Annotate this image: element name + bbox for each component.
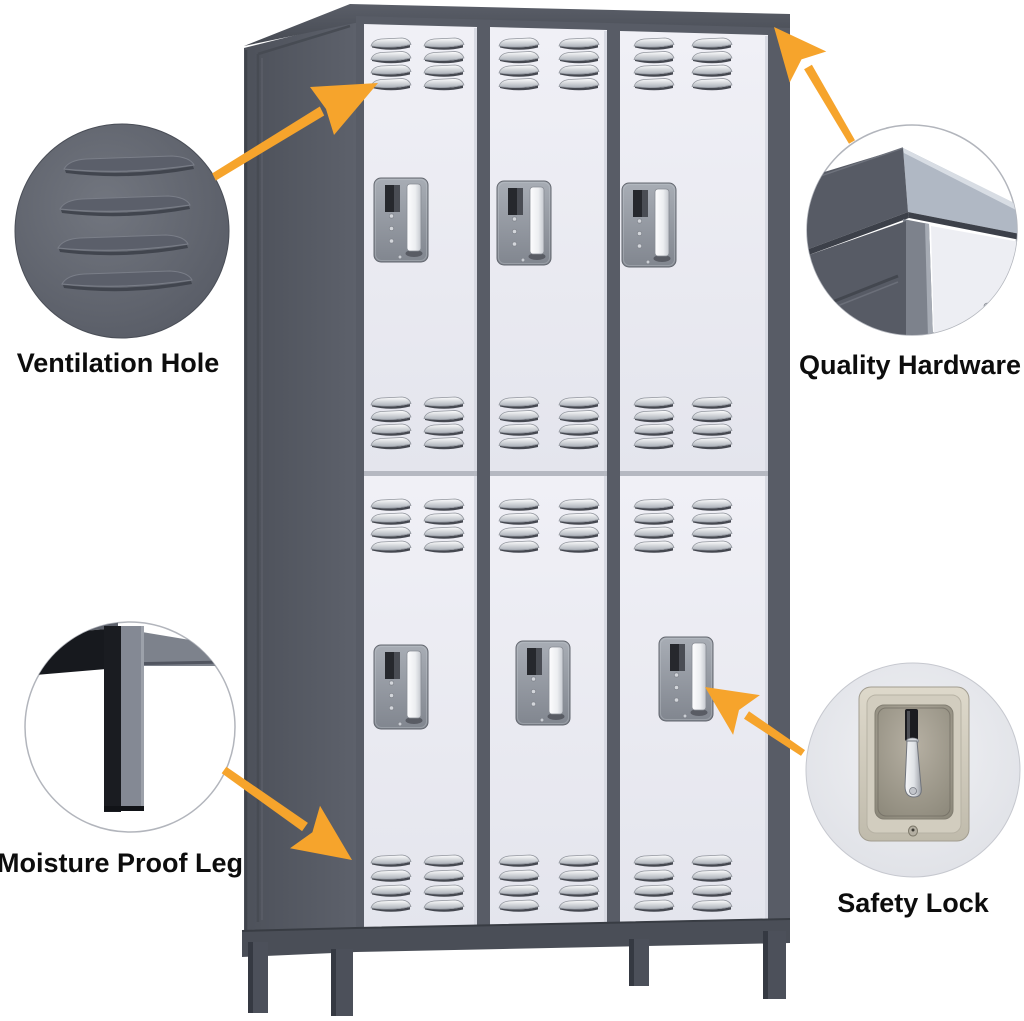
- arrow-to-leg: [221, 766, 352, 860]
- ventilation-inset: [14, 123, 230, 339]
- door-handle: [373, 644, 429, 730]
- door-edge-shade: [474, 28, 477, 471]
- locker-door: [620, 31, 768, 471]
- locker-leg: [331, 949, 353, 1016]
- leg-shadow: [629, 939, 634, 986]
- quality-hardware-inset: [806, 124, 1018, 336]
- door-divider: [620, 471, 768, 476]
- door-edge-shade: [765, 36, 768, 471]
- door-edge-shade: [765, 476, 768, 921]
- arrow-to-lock: [705, 687, 805, 756]
- moisture-proof-leg-label: Moisture Proof Leg: [0, 848, 243, 878]
- leg-shadow: [248, 942, 253, 1013]
- locker-legs: [248, 931, 786, 1016]
- locker-top: [244, 4, 790, 46]
- locker-side-panel: [244, 20, 356, 952]
- ventilation-hole-label: Ventilation Hole: [16, 348, 220, 378]
- arrow-to-vents: [212, 83, 378, 181]
- door-divider: [364, 471, 477, 476]
- quality-hardware-label: Quality Hardware: [798, 350, 1022, 380]
- safety-lock-inset: [805, 662, 1021, 878]
- locker-cabinet: [241, 4, 791, 1016]
- door-handle: [515, 640, 571, 726]
- door-handle: [496, 180, 552, 266]
- leg-shadow: [763, 931, 768, 999]
- callout-arrows: [212, 27, 855, 860]
- door-handle: [658, 636, 714, 722]
- safety-lock-label: Safety Lock: [837, 888, 989, 918]
- door-edge-shade: [604, 31, 607, 471]
- arrow-to-top-corner: [774, 27, 855, 144]
- door-handle: [621, 182, 677, 268]
- leg-shadow: [331, 949, 336, 1016]
- door-handle: [373, 177, 429, 263]
- door-edge-shade: [474, 476, 477, 926]
- door-edge-shade: [604, 476, 607, 924]
- locker-leg: [763, 931, 786, 999]
- moisture-leg-inset: [24, 621, 236, 833]
- door-divider: [490, 471, 607, 476]
